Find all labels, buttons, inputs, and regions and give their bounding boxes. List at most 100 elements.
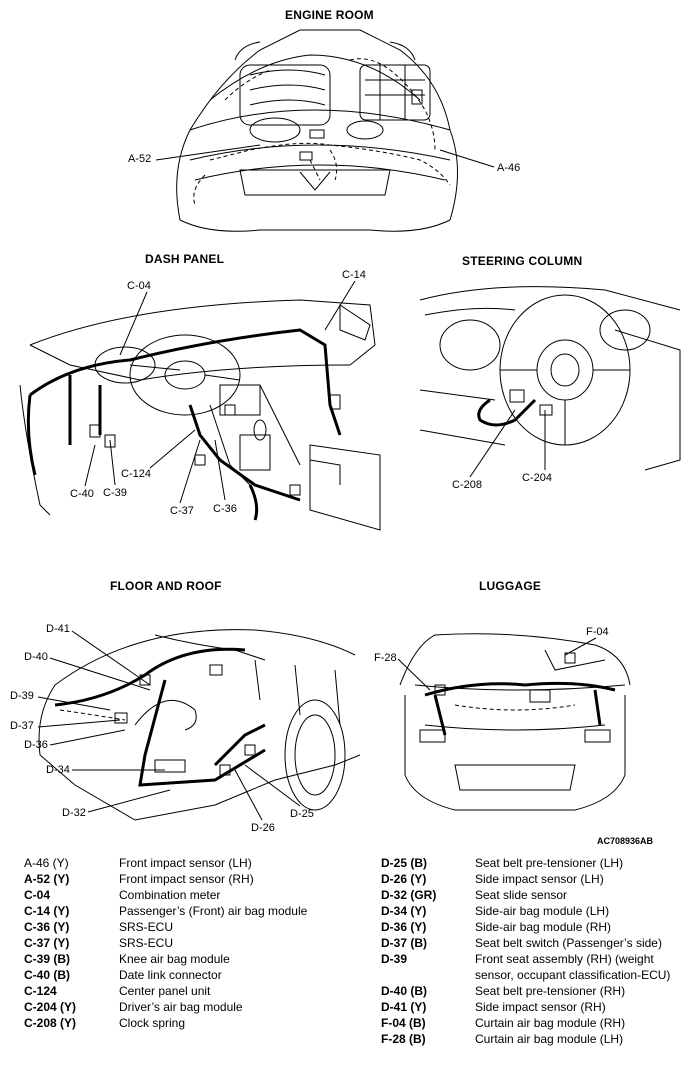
- legend-description: Seat belt pre-tensioner (LH): [475, 856, 624, 870]
- legend-code: F-04 (B): [381, 1016, 426, 1030]
- floor-and-roof-title: FLOOR AND ROOF: [110, 579, 222, 593]
- label-c124: C-124: [121, 468, 151, 480]
- label-d36: D-36: [24, 739, 48, 751]
- luggage-illustration: [399, 633, 631, 811]
- legend-row: F-28 (B) Curtain air bag module (LH): [381, 1031, 687, 1047]
- legend-right: D-25 (B)Seat belt pre-tensioner (LH)D-26…: [381, 855, 687, 1047]
- legend-code: D-40 (B): [381, 984, 428, 998]
- legend-row: C-36 (Y)SRS-ECU: [24, 919, 307, 935]
- legend-row: C-40 (B) Date link connector: [24, 967, 307, 983]
- label-c37: C-37: [170, 505, 194, 517]
- legend-code: D-41 (Y): [381, 1000, 427, 1014]
- label-d34: D-34: [46, 764, 70, 776]
- steering-column-illustration: [419, 286, 681, 471]
- legend-description: Side-air bag module (RH): [475, 920, 612, 934]
- label-c14: C-14: [342, 269, 366, 281]
- legend-code: D-34 (Y): [381, 904, 427, 918]
- legend-description: Passenger’s (Front) air bag module: [119, 904, 308, 918]
- legend-row: D-34 (Y) Side-air bag module (LH): [381, 903, 687, 919]
- label-d25: D-25: [290, 808, 314, 820]
- label-d37: D-37: [10, 720, 34, 732]
- legend-row: D-25 (B) Seat belt pre-tensioner (LH): [381, 855, 687, 871]
- label-c204: C-204: [522, 472, 552, 484]
- legend-description: Side-air bag module (LH): [475, 904, 610, 918]
- legend-row: C-39 (B) Knee air bag module: [24, 951, 307, 967]
- legend-row: C-37 (Y) SRS-ECU: [24, 935, 307, 951]
- legend-description: Knee air bag module: [119, 952, 230, 966]
- dash-panel-illustration: [19, 299, 381, 531]
- legend-description: Front impact sensor (LH): [119, 856, 252, 870]
- dash-panel-title: DASH PANEL: [145, 252, 225, 266]
- legend-code: D-39: [381, 952, 408, 966]
- label-c40: C-40: [70, 488, 94, 500]
- floor-and-roof-illustration: [38, 629, 361, 821]
- legend-row: D-32 (GR) Seat slide sensor: [381, 887, 687, 903]
- legend-row: A-46 (Y) Front impact sensor (LH): [24, 855, 307, 871]
- legend-description: Seat belt pre-tensioner (RH): [475, 984, 626, 998]
- label-d39: D-39: [10, 690, 34, 702]
- legend-description: Date link connector: [119, 968, 222, 982]
- luggage-title: LUGGAGE: [479, 579, 542, 593]
- legend-description: Curtain air bag module (LH): [475, 1032, 624, 1046]
- legend-code: C-208 (Y): [24, 1016, 77, 1030]
- legend-row: D-39 Front seat assembly (RH) (weight sen…: [381, 951, 687, 983]
- legend-code: C-14 (Y): [24, 904, 70, 918]
- label-f04: F-04: [586, 626, 609, 638]
- legend-left: A-46 (Y)Front impact sensor (LH)A-52 (Y)…: [24, 855, 307, 1031]
- legend-row: D-40 (B) Seat belt pre-tensioner (RH): [381, 983, 687, 999]
- legend-description: Front impact sensor (RH): [119, 872, 254, 886]
- legend-description: Side impact sensor (LH): [475, 872, 604, 886]
- label-c39: C-39: [103, 487, 127, 499]
- legend-code: A-46 (Y): [24, 856, 69, 870]
- legend-description: SRS-ECU: [119, 936, 174, 950]
- legend-code: D-36 (Y): [381, 920, 427, 934]
- label-c208: C-208: [452, 479, 482, 491]
- legend-code: D-26 (Y): [381, 872, 427, 886]
- legend-code: C-124: [24, 984, 57, 998]
- engine-room-illustration: [176, 29, 458, 232]
- legend-row: F-04 (B) Curtain air bag module (RH): [381, 1015, 687, 1031]
- legend-code: A-52 (Y): [24, 872, 70, 886]
- label-d40: D-40: [24, 651, 48, 663]
- legend-row: C-208 (Y) Clock spring: [24, 1015, 307, 1031]
- legend-description: Driver’s air bag module: [119, 1000, 243, 1014]
- label-c36: C-36: [213, 503, 237, 515]
- label-c04: C-04: [127, 280, 151, 292]
- legend-code: F-28 (B): [381, 1032, 426, 1046]
- legend-description: Seat slide sensor: [475, 888, 568, 902]
- legend-code: D-25 (B): [381, 856, 428, 870]
- label-a46: A-46: [497, 162, 521, 174]
- legend-code: D-37 (B): [381, 936, 428, 950]
- legend-description: Curtain air bag module (RH): [475, 1016, 626, 1030]
- label-d41: D-41: [46, 623, 70, 635]
- label-d26: D-26: [251, 822, 275, 834]
- legend-description: Clock spring: [119, 1016, 186, 1030]
- legend-code: D-32 (GR): [381, 888, 437, 902]
- engine-room-title: ENGINE ROOM: [285, 8, 374, 22]
- legend-row: D-26 (Y) Side impact sensor (LH): [381, 871, 687, 887]
- legend-description: Front seat assembly (RH) (weight sensor,…: [475, 952, 671, 982]
- label-a52: A-52: [128, 153, 152, 165]
- legend-code: C-04: [24, 888, 51, 902]
- legend-code: C-37 (Y): [24, 936, 70, 950]
- legend-row: D-41 (Y) Side impact sensor (RH): [381, 999, 687, 1015]
- label-f28: F-28: [374, 652, 397, 664]
- legend-description: Combination meter: [119, 888, 221, 902]
- legend-description: Side impact sensor (RH): [475, 1000, 606, 1014]
- legend-row: C-04 Combination meter: [24, 887, 307, 903]
- legend-row: A-52 (Y) Front impact sensor (RH): [24, 871, 307, 887]
- figure-code: AC708936AB: [597, 836, 654, 846]
- legend-row: C-14 (Y) Passenger’s (Front) air bag modu…: [24, 903, 307, 919]
- legend-code: C-39 (B): [24, 952, 71, 966]
- steering-column-title: STEERING COLUMN: [462, 254, 583, 268]
- label-d32: D-32: [62, 807, 86, 819]
- legend-code: C-40 (B): [24, 968, 71, 982]
- legend-row: D-36 (Y) Side-air bag module (RH): [381, 919, 687, 935]
